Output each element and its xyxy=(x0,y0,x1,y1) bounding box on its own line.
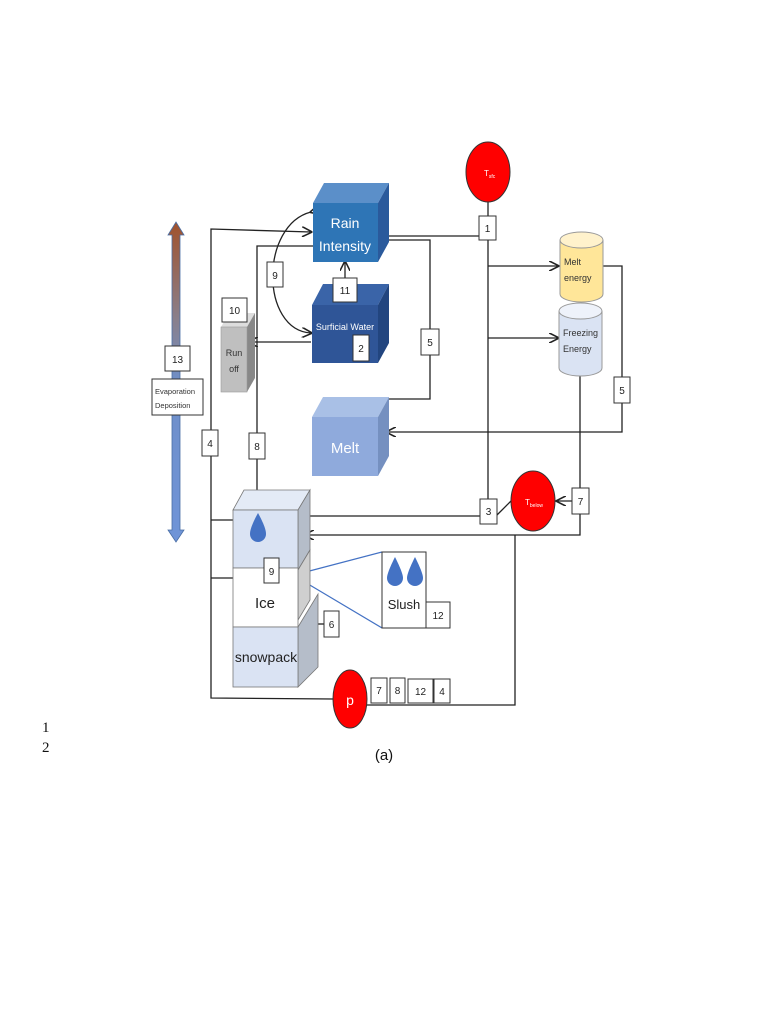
svg-text:5: 5 xyxy=(619,386,625,397)
svg-text:Slush: Slush xyxy=(388,597,421,612)
label-1: 1 xyxy=(478,215,497,241)
svg-text:4: 4 xyxy=(207,439,213,450)
svg-text:9: 9 xyxy=(269,567,275,578)
svg-text:energy: energy xyxy=(564,273,592,283)
label-4: 4 xyxy=(201,429,219,457)
svg-text:Ice: Ice xyxy=(255,595,275,612)
melt-box: Melt xyxy=(312,397,389,476)
svg-text:10: 10 xyxy=(229,306,241,317)
svg-text:4: 4 xyxy=(439,687,445,698)
svg-text:Surficial Water: Surficial Water xyxy=(316,322,374,332)
label-12: 12 xyxy=(425,601,451,629)
svg-text:Deposition: Deposition xyxy=(155,401,190,410)
svg-text:snowpack: snowpack xyxy=(235,649,298,665)
p-label-row: 7 8 12 4 xyxy=(370,677,451,704)
svg-text:7: 7 xyxy=(376,686,382,697)
process-number-labels: 1 2 3 4 5 5 6 7 8 9 9 10 11 12 13 7 8 12… xyxy=(164,215,631,704)
svg-text:Run: Run xyxy=(226,348,243,358)
svg-text:Tsfc: Tsfc xyxy=(484,169,496,180)
t-sfc-node: Tsfc xyxy=(465,141,511,203)
svg-text:Rain: Rain xyxy=(331,215,360,231)
svg-text:off: off xyxy=(229,364,239,374)
svg-text:Energy: Energy xyxy=(563,344,592,354)
svg-text:5: 5 xyxy=(427,338,433,349)
svg-text:Tbelow: Tbelow xyxy=(525,498,543,509)
water-drop-icon xyxy=(250,513,266,542)
line-number: 1 xyxy=(42,720,50,736)
svg-text:12: 12 xyxy=(432,611,444,622)
svg-text:Evaporation: Evaporation xyxy=(155,387,195,396)
melt-energy-cylinder: Melt energy xyxy=(559,231,604,303)
svg-text:Intensity: Intensity xyxy=(319,238,371,254)
snow-layer-stack: Ice snowpack xyxy=(232,488,319,688)
label-10: 10 xyxy=(221,297,248,323)
svg-text:Melt: Melt xyxy=(331,440,360,457)
label-2: 2 xyxy=(352,334,370,362)
svg-text:3: 3 xyxy=(486,507,492,518)
connectors xyxy=(210,202,623,706)
svg-text:Melt: Melt xyxy=(564,257,582,267)
slush-box: Slush xyxy=(381,551,427,629)
label-8: 8 xyxy=(248,432,266,460)
svg-text:12: 12 xyxy=(415,687,427,698)
svg-text:Freezing: Freezing xyxy=(563,328,598,338)
label-5: 5 xyxy=(420,328,440,356)
svg-text:8: 8 xyxy=(254,442,260,453)
t-below-node: Tbelow xyxy=(510,470,556,532)
svg-text:8: 8 xyxy=(395,686,401,697)
freezing-energy-cylinder: Freezing Energy xyxy=(558,302,603,377)
svg-text:13: 13 xyxy=(172,355,184,366)
rain-intensity-box: Rain Intensity xyxy=(313,183,389,262)
svg-text:p: p xyxy=(346,692,354,708)
water-drop-icon xyxy=(407,557,423,586)
p-node: p xyxy=(332,669,368,729)
label-9: 9 xyxy=(266,261,284,288)
svg-text:11: 11 xyxy=(340,286,351,297)
svg-text:9: 9 xyxy=(272,271,278,282)
svg-text:7: 7 xyxy=(578,497,584,508)
figure-caption: (a) xyxy=(375,747,393,764)
svg-text:2: 2 xyxy=(358,344,364,355)
label-6: 6 xyxy=(323,610,340,638)
label-7: 7 xyxy=(571,487,590,515)
label-5: 5 xyxy=(613,376,631,404)
label-9: 9 xyxy=(263,557,280,584)
line-number: 2 xyxy=(42,740,50,756)
svg-text:1: 1 xyxy=(485,224,491,235)
label-3: 3 xyxy=(479,498,498,525)
label-13: 13 xyxy=(164,345,191,372)
svg-text:6: 6 xyxy=(329,620,335,631)
evaporation-deposition-label: Evaporation Deposition xyxy=(151,378,204,416)
label-11: 11 xyxy=(332,277,358,303)
runoff-box: Run off xyxy=(220,313,255,393)
water-drop-icon xyxy=(387,557,403,586)
